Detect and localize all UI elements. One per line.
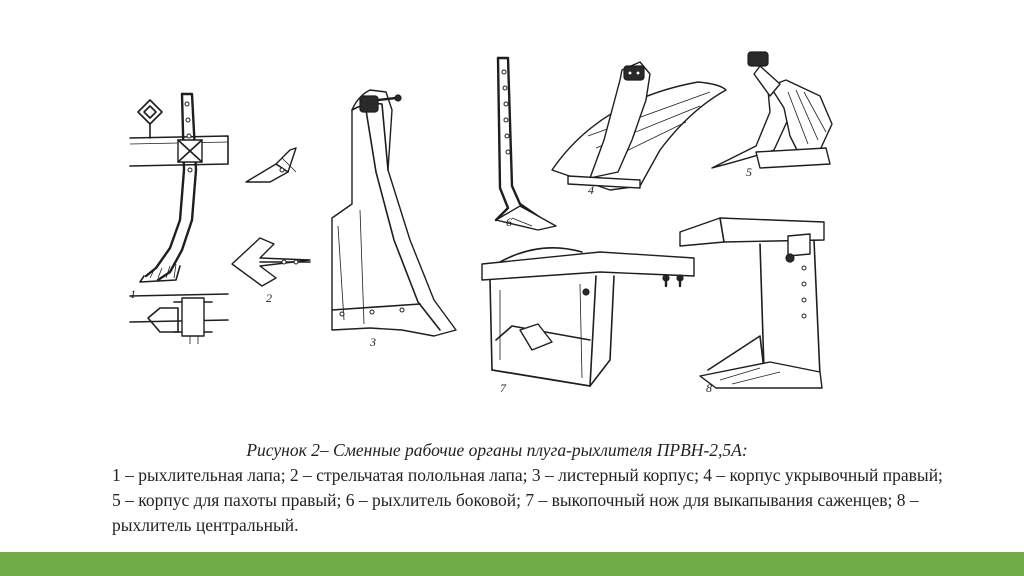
part-8-central-loosener: 8 [679,217,825,395]
label-8: 8 [706,381,712,395]
bottom-accent-bar [0,552,1024,576]
label-3: 3 [369,335,376,349]
label-4: 4 [588,183,594,197]
part-6-side-loosener: 6 [494,56,557,231]
label-1: 1 [130,287,136,301]
part-2-sweep-shovel: 2 [231,147,311,305]
label-5: 5 [746,165,752,179]
label-2: 2 [266,291,272,305]
figure-drawing: 1 2 3 [120,40,850,420]
caption-body: 1 – рыхлительная лапа; 2 – стрельчатая п… [112,465,943,535]
part-5-ploughing-body: 5 [711,51,833,179]
part-4-covering-body: 4 [551,61,727,197]
part-1-loosening-tine: 1 [129,92,229,344]
figure-svg: 1 2 3 [129,51,833,395]
label-7: 7 [500,381,507,395]
part-3-lister-body: 3 [331,89,457,349]
part-7-lifting-knife: 7 [481,247,695,395]
label-6: 6 [506,215,512,229]
caption-title: Рисунок 2– Сменные рабочие органы плуга-… [246,440,748,460]
figure-caption: Рисунок 2– Сменные рабочие органы плуга-… [112,438,952,538]
